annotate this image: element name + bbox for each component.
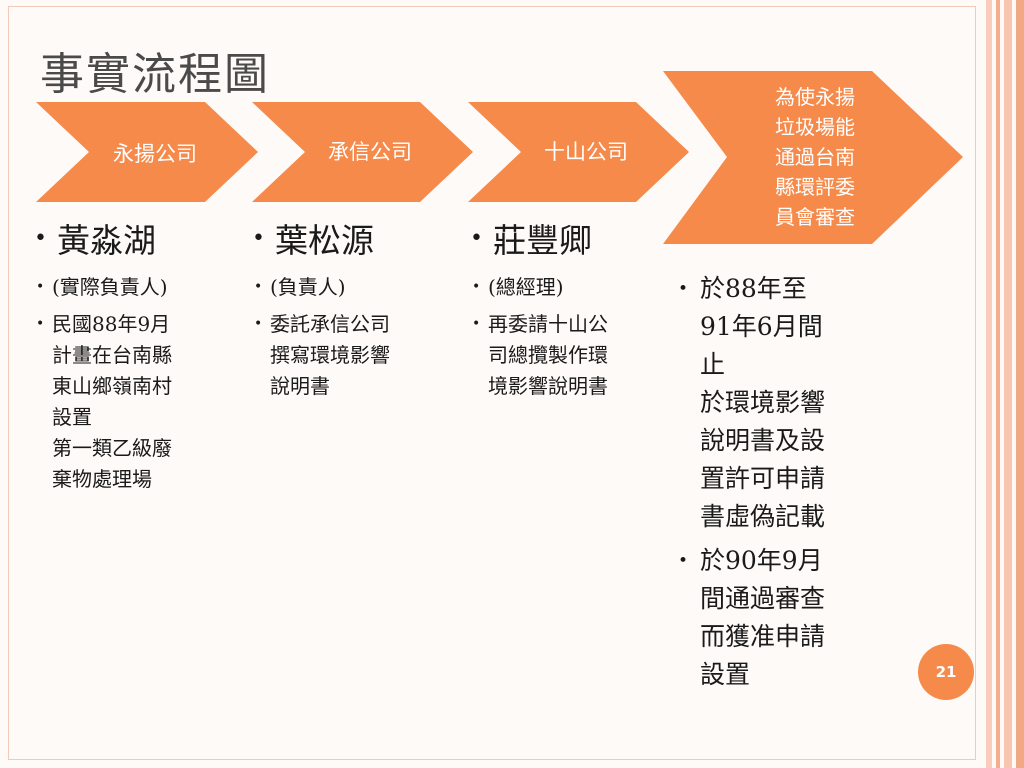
list-line: 撰寫環境影響 [270, 343, 390, 367]
chevron-4-label-line: 通過台南 [775, 145, 855, 169]
list-line: 於環境影響 [700, 388, 826, 417]
list-line: 設置 [52, 405, 92, 429]
list-line: 書虛偽記載 [700, 502, 826, 531]
chevron-3 [468, 102, 689, 202]
list-item: (負責人) [252, 272, 452, 303]
column-3-head: • 莊豐卿 [470, 214, 670, 262]
chevron-4-label-line: 員會審查 [775, 205, 855, 229]
column-4-list: 於88年至 91年6月間 止 於環境影響 說明書及設 置許可申請 書虛偽記載 於… [676, 270, 876, 694]
column-1-head: • 黃淼湖 [34, 214, 234, 262]
list-line: 說明書及設 [700, 426, 826, 455]
list-line: 設置 [700, 660, 751, 689]
chevron-4-label-line: 縣環評委 [775, 175, 855, 199]
chevron-4-label-line: 為使永揚 [775, 85, 855, 109]
list-item: 於88年至 91年6月間 止 於環境影響 說明書及設 置許可申請 書虛偽記載 [676, 270, 876, 536]
list-item: (總經理) [470, 272, 670, 303]
person-name: 葉松源 [274, 221, 374, 260]
column-2: • 葉松源 (負責人) 委託承信公司 撰寫環境影響 說明書 [252, 214, 452, 408]
column-2-head: • 葉松源 [252, 214, 452, 262]
chevron-2 [252, 102, 473, 202]
chevron-4 [663, 71, 963, 244]
list-line: 東山鄉嶺南村 [52, 374, 172, 398]
bullet-icon: • [252, 225, 265, 251]
list-line: 止 [700, 350, 726, 379]
list-line: 再委請十山公 [488, 312, 608, 336]
list-line: 境影響說明書 [488, 374, 608, 398]
list-line: 間通過審查 [700, 584, 826, 613]
list-line: 而獲准申請 [700, 622, 826, 651]
list-item: (實際負責人) [34, 272, 234, 303]
list-item: 民國88年9月 計畫在台南縣 東山鄉嶺南村 設置 第一類乙級廢 棄物處理場 [34, 309, 234, 495]
list-line: 於90年9月 [700, 546, 823, 575]
chevron-4-label-line: 垃圾場能 [775, 115, 855, 139]
bullet-icon: • [470, 225, 483, 251]
decor-stripe [996, 0, 1000, 768]
list-line: 說明書 [270, 374, 330, 398]
column-3: • 莊豐卿 (總經理) 再委請十山公 司總攬製作環 境影響說明書 [470, 214, 670, 408]
list-line: (負責人) [270, 275, 346, 299]
list-line: 第一類乙級廢 [52, 436, 172, 460]
list-line: 於88年至 [700, 274, 807, 303]
list-line: 計畫在台南縣 [52, 343, 172, 367]
page-number-badge: 21 [918, 644, 974, 700]
list-line: 置許可申請 [700, 464, 826, 493]
list-item: 委託承信公司 撰寫環境影響 說明書 [252, 309, 452, 402]
list-item: 再委請十山公 司總攬製作環 境影響說明書 [470, 309, 670, 402]
chevron-2-label: 承信公司 [328, 140, 412, 164]
list-line: 91年6月間 [700, 312, 823, 341]
decor-stripe [986, 0, 992, 768]
person-name: 黃淼湖 [56, 221, 156, 260]
column-1-list: (實際負責人) 民國88年9月 計畫在台南縣 東山鄉嶺南村 設置 第一類乙級廢 … [34, 272, 234, 495]
list-line: 棄物處理場 [52, 467, 152, 491]
decor-stripe [1016, 0, 1024, 768]
column-3-list: (總經理) 再委請十山公 司總攬製作環 境影響說明書 [470, 272, 670, 402]
chevron-1-label: 永揚公司 [113, 142, 197, 166]
person-name: 莊豐卿 [492, 221, 592, 260]
slide-title: 事實流程圖 [40, 49, 270, 100]
column-4: 於88年至 91年6月間 止 於環境影響 說明書及設 置許可申請 書虛偽記載 於… [676, 270, 876, 700]
column-1: • 黃淼湖 (實際負責人) 民國88年9月 計畫在台南縣 東山鄉嶺南村 設置 第… [34, 214, 234, 501]
chevron-3-label: 十山公司 [544, 140, 628, 164]
list-line: 民國88年9月 [52, 312, 171, 336]
decor-stripe [1004, 0, 1012, 768]
column-2-list: (負責人) 委託承信公司 撰寫環境影響 說明書 [252, 272, 452, 402]
list-line: 司總攬製作環 [488, 343, 608, 367]
list-line: (實際負責人) [52, 275, 168, 299]
list-item: 於90年9月 間通過審查 而獲准申請 設置 [676, 542, 876, 694]
list-line: 委託承信公司 [270, 312, 390, 336]
list-line: (總經理) [488, 275, 564, 299]
chevron-4-label: 為使永揚 垃圾場能 通過台南 縣環評委 員會審查 [745, 82, 885, 232]
chevron-1 [36, 102, 258, 202]
bullet-icon: • [34, 225, 47, 251]
